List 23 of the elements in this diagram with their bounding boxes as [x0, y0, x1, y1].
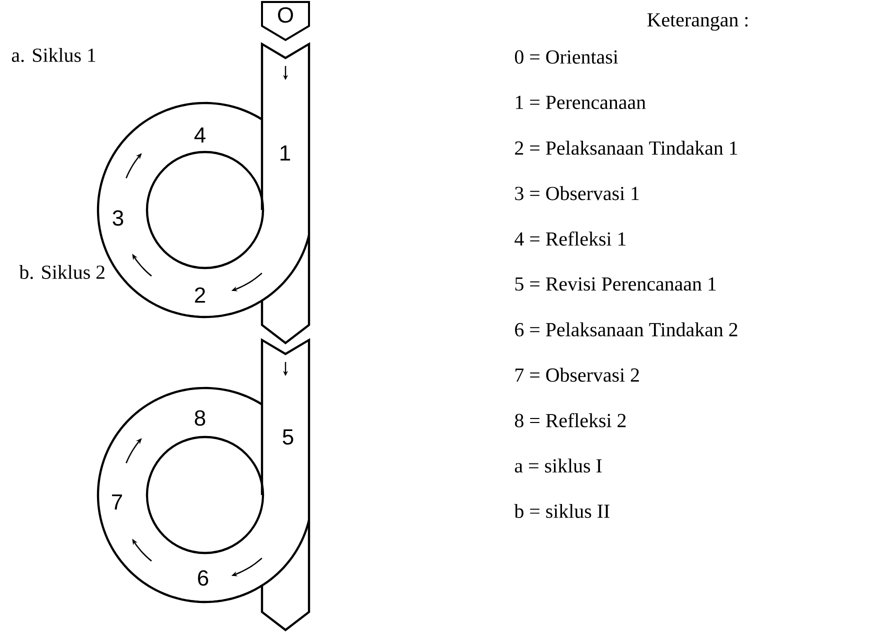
legend-text: 1 = Perencanaan	[516, 96, 646, 110]
legend-text: 5 = Revisi Perencanaan 1	[515, 277, 716, 291]
legend-text: 3 = Observasi 1	[515, 186, 639, 200]
legend-text: 6 = Pelaksanaan Tindakan 2	[515, 322, 738, 336]
step-number: 4	[194, 127, 206, 143]
step-number: 5	[282, 429, 294, 445]
legend-text: 2 = Pelaksanaan Tindakan 1	[515, 140, 738, 155]
step-number: 1	[280, 145, 290, 161]
cycle-label: b. Siklus 2	[19, 264, 104, 280]
legend-text: 0 = Orientasi	[514, 50, 618, 64]
legend-text: 4 = Refleksi 1	[514, 231, 626, 246]
cycle-label: a. Siklus 1	[12, 48, 96, 62]
legend-heading: Keterangan :	[647, 13, 748, 31]
legend-text: 8 = Refleksi 2	[514, 413, 626, 428]
step-number: 3	[112, 210, 124, 226]
legend-text: b = siklus II	[514, 504, 610, 518]
step-number: 2	[195, 287, 205, 303]
legend-text: a = siklus I	[514, 458, 602, 473]
step-number: 8	[194, 410, 206, 426]
step-number: 7	[112, 494, 122, 510]
start-box: O	[261, 1, 310, 42]
step-number: 6	[198, 570, 208, 586]
legend-text: 7 = Observasi 2	[516, 368, 639, 382]
